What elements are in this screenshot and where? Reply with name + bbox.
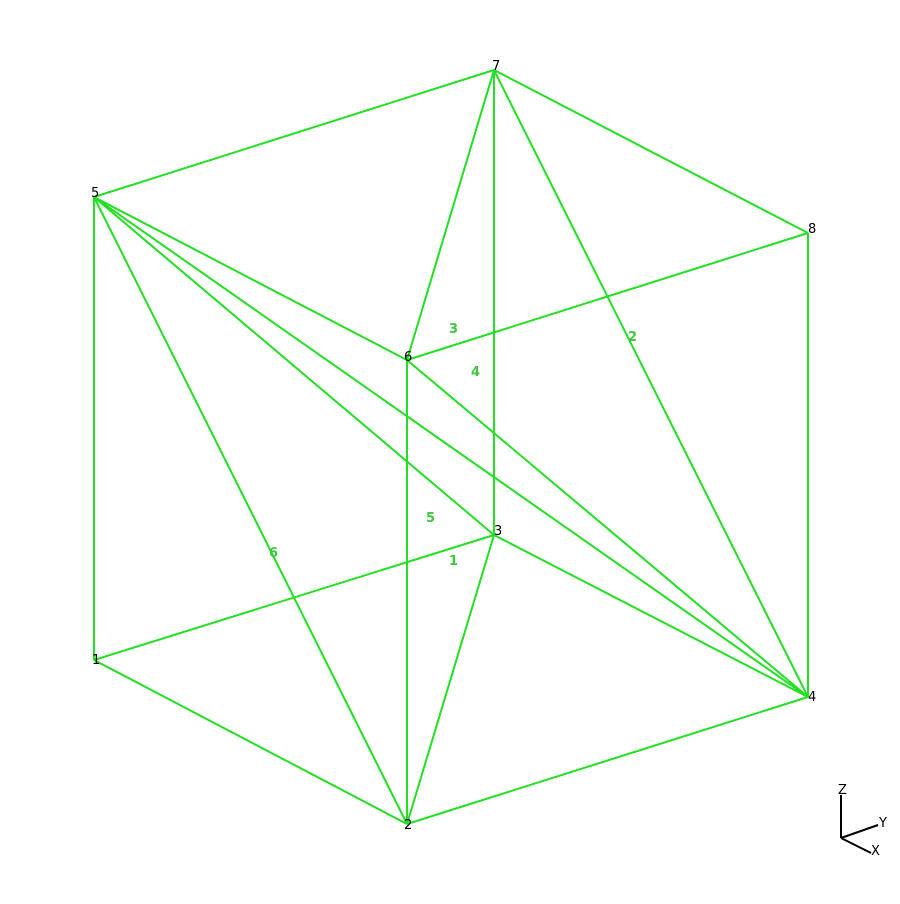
mesh-edge-7-8 (493, 69, 809, 234)
triad-y-axis (840, 824, 879, 839)
node-label-6: 6 (404, 350, 412, 365)
mesh-edge-4-7 (493, 69, 809, 698)
triad-x-axis (840, 837, 872, 854)
mesh-edge-5-7 (93, 69, 495, 198)
mesh-edge-5-6 (93, 196, 408, 361)
mesh-edge-2-3 (406, 534, 495, 825)
element-labels: 1 2 3 4 5 6 (269, 322, 637, 569)
mesh-edge-6-7 (406, 69, 495, 361)
node-label-2: 2 (404, 818, 412, 833)
mesh-edges (93, 69, 809, 825)
node-label-5: 5 (91, 186, 99, 201)
mesh-edge-4-5 (93, 196, 809, 698)
node-labels: 1 2 3 4 5 6 7 8 (91, 59, 816, 833)
node-label-7: 7 (492, 59, 500, 74)
node-label-1: 1 (92, 653, 100, 668)
mesh-edge-4-6 (406, 359, 809, 698)
mesh-edge-3-5 (93, 196, 495, 536)
element-label-5: 5 (426, 511, 435, 526)
element-label-4: 4 (471, 365, 480, 380)
mesh-edge-2-5 (93, 196, 408, 825)
element-label-1: 1 (449, 554, 458, 569)
element-label-2: 2 (628, 330, 637, 345)
element-label-3: 3 (449, 322, 458, 337)
node-label-8: 8 (808, 222, 816, 237)
triad-z-label: Z (838, 783, 847, 798)
mesh-edge-2-4 (406, 696, 809, 825)
mesh-edge-3-4 (493, 534, 809, 698)
axis-triad: Z Y X (838, 783, 887, 859)
node-label-4: 4 (808, 690, 816, 705)
triad-x-label: X (871, 844, 880, 859)
element-label-6: 6 (269, 546, 278, 561)
triad-y-label: Y (878, 816, 887, 831)
mesh-edge-6-8 (406, 232, 809, 361)
mesh-edge-1-2 (93, 659, 408, 825)
node-label-3: 3 (494, 524, 502, 539)
